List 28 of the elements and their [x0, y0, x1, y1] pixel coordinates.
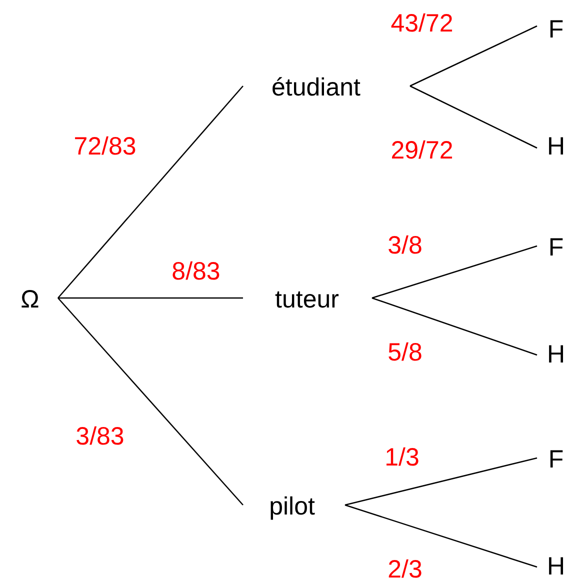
outcome-label: F: [546, 236, 566, 260]
outcome-label: tuteur: [273, 288, 341, 312]
probability-label: 3/83: [76, 424, 124, 450]
probability-label: 2/3: [388, 558, 422, 582]
outcome-label: F: [546, 448, 566, 472]
probability-label: 5/8: [388, 340, 422, 366]
branch-line: [410, 25, 538, 87]
branch-line: [372, 245, 538, 299]
branch-line: [344, 457, 538, 506]
probability-label: 72/83: [74, 134, 136, 160]
probability-label: 1/3: [384, 446, 420, 470]
branch-line: [410, 85, 538, 149]
branch-line: [372, 297, 538, 356]
probability-label: 29/72: [390, 138, 454, 164]
outcome-label: H: [544, 554, 568, 580]
outcome-label: F: [546, 18, 566, 42]
probability-label: 3/8: [388, 234, 422, 258]
probability-label: 43/72: [390, 12, 454, 36]
outcome-label: H: [544, 134, 568, 160]
outcome-label: étudiant: [270, 76, 362, 100]
branch-line: [58, 297, 243, 299]
branch-line: [58, 86, 244, 298]
branch-line: [344, 504, 538, 568]
probability-label: 8/83: [172, 260, 220, 284]
outcome-label: pilot: [267, 494, 317, 520]
branch-line: [58, 298, 244, 506]
outcome-label: H: [544, 342, 568, 368]
outcome-label: Ω: [18, 288, 42, 312]
